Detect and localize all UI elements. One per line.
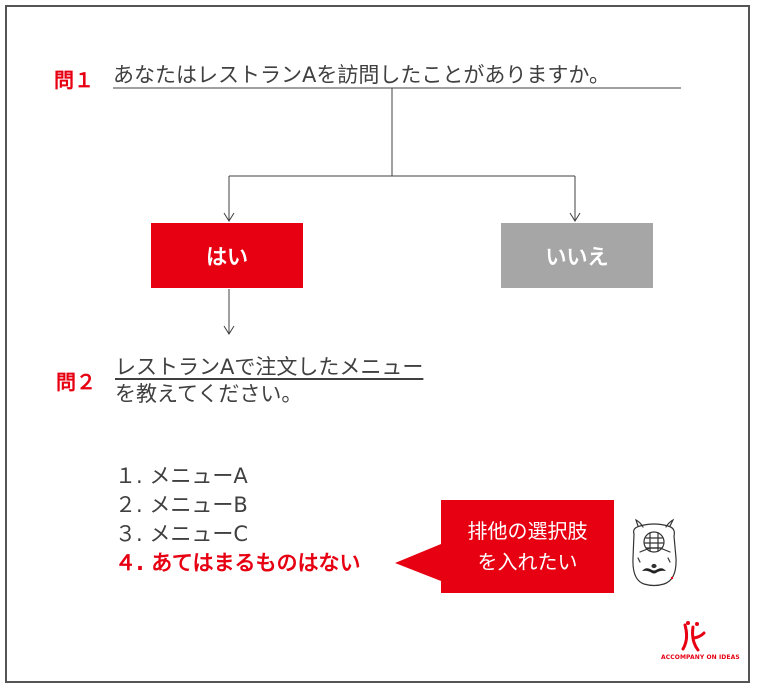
option-1: １. メニューA (115, 464, 248, 488)
callout-line2: を入れたい (477, 549, 578, 574)
rabbit-mascot-icon (632, 518, 677, 587)
arrow-to-yes-icon (223, 212, 235, 222)
logo-text: ACCOMPANY ON IDEAS (661, 654, 740, 661)
q2-number: 問２ (56, 370, 96, 394)
answer-yes-box: はい (151, 223, 303, 288)
arrow-to-no-icon (569, 212, 581, 222)
option-3: ３. メニューC (115, 522, 249, 546)
q2-text-line2: を教えてください。 (115, 382, 303, 406)
answer-no-label: いいえ (545, 244, 609, 269)
accompany-logo-icon (681, 621, 706, 652)
q1-number: 問１ (54, 68, 94, 92)
option-2: ２. メニューB (115, 493, 248, 517)
diagram-frame (5, 5, 750, 683)
callout-line1: 排他の選択肢 (467, 518, 588, 543)
q2-text-line1: レストランAで注文したメニュー (115, 355, 424, 379)
callout-shape (395, 500, 614, 593)
answer-no-box: いいえ (501, 223, 653, 288)
option-4-exclusive: ４. あてはまるものはない (115, 551, 361, 575)
q1-text: あなたはレストランAを訪問したことがありますか。 (113, 63, 610, 87)
callout-text: 排他の選択肢 を入れたい (441, 502, 614, 591)
arrow-to-q2-icon (223, 325, 235, 335)
answer-yes-label: はい (206, 244, 248, 269)
